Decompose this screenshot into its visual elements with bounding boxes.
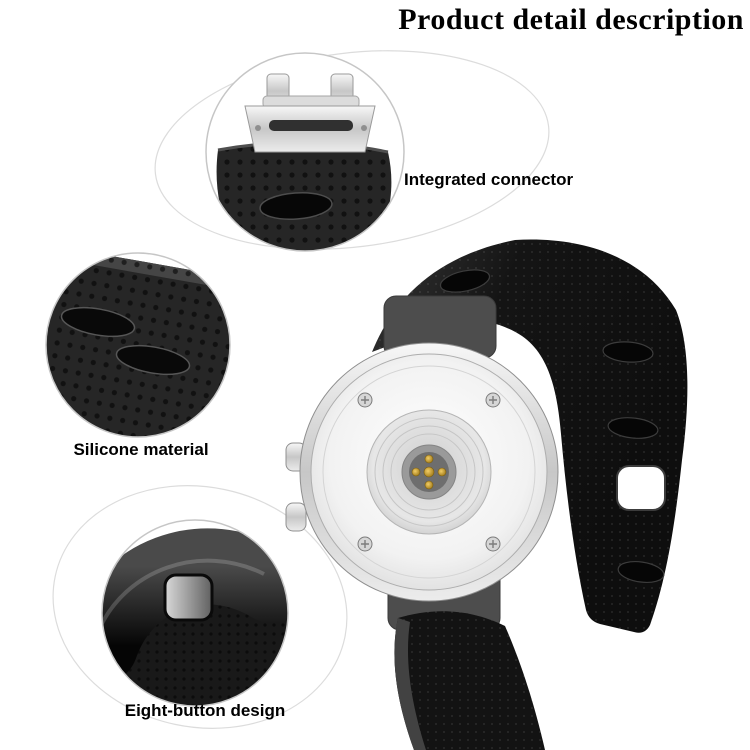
band-bottom-texture — [394, 611, 545, 750]
side-button-lower — [285, 502, 307, 532]
callout-circle-integrated-connector — [205, 52, 405, 252]
callout-circle-silicone-material — [45, 252, 231, 438]
callout-label-integrated-connector: Integrated connector — [404, 170, 574, 189]
band-holes — [439, 269, 666, 584]
buckle-loop — [102, 528, 288, 684]
band-square-hole — [616, 465, 666, 511]
callout-label-silicone-material: Silicone material — [73, 440, 209, 459]
callout-label-eight-button-design: Eight-button design — [124, 701, 286, 720]
band-top-texture — [372, 239, 688, 633]
page-title: Product detail description — [398, 3, 744, 36]
watch-body — [285, 342, 559, 602]
silicone-hole-1 — [60, 306, 136, 338]
screws — [357, 392, 501, 552]
band-bottom-edge — [394, 618, 426, 750]
deco-arcs — [52, 50, 550, 729]
sensor-rings — [374, 417, 484, 527]
buckle-button-hole — [163, 573, 214, 622]
callout-circle-eight-button-design — [101, 519, 289, 707]
connector-band-hole — [259, 192, 333, 220]
silicone-hole-2 — [115, 344, 191, 376]
charging-contacts — [411, 454, 447, 490]
